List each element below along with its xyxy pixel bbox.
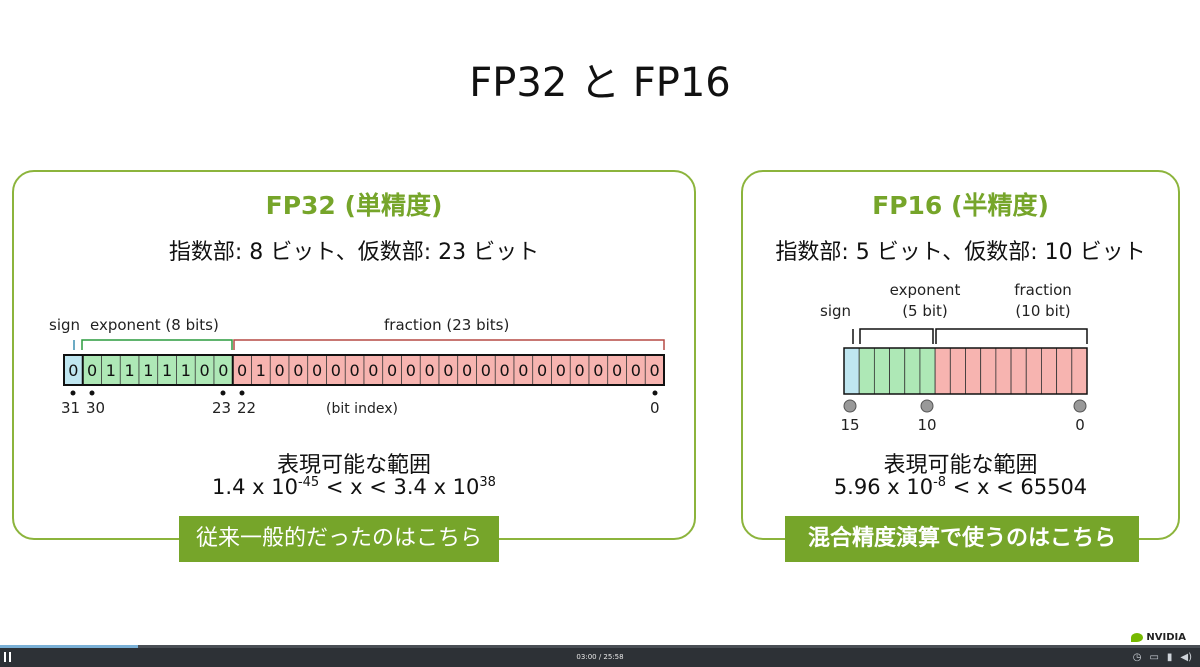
- fp32-bit-value: 0: [500, 361, 510, 380]
- fp16-card: FP16 (半精度) 指数部: 5 ビット、仮数部: 10 ビット expone…: [741, 170, 1180, 540]
- fp32-bit-value: 0: [462, 361, 472, 380]
- screen-icon[interactable]: ▭: [1149, 652, 1159, 663]
- playback-time: 03:00 / 25:58: [576, 653, 624, 661]
- fp16-bit-summary: 指数部: 5 ビット、仮数部: 10 ビット: [775, 240, 1146, 265]
- fp16-bit-cell: [1025, 347, 1042, 395]
- fp32-bit-value: 0: [293, 361, 303, 380]
- fp32-bit-value: 0: [443, 361, 453, 380]
- fp16-bit-cell: [889, 347, 906, 395]
- fp16-bit-cell: [858, 347, 875, 395]
- fp16-bit-cell: [980, 347, 997, 395]
- fp32-index-0: 0: [650, 399, 660, 417]
- fp16-bit-cell: [904, 347, 921, 395]
- fp32-bit-value: 0: [350, 361, 360, 380]
- fp16-exponent-label-2: (5 bit): [902, 302, 948, 320]
- fp32-index-22: 22: [237, 399, 256, 417]
- fp16-bit-cell: [949, 347, 966, 395]
- fp32-bit-value: 0: [537, 361, 547, 380]
- fp32-fraction-label: fraction (23 bits): [384, 316, 509, 334]
- fp32-index-31: 31: [61, 399, 80, 417]
- fp16-index-15: 15: [840, 416, 859, 434]
- fp32-bit-value: 0: [331, 361, 341, 380]
- fp32-bit-value: 1: [256, 361, 266, 380]
- fp16-index-10: 10: [917, 416, 936, 434]
- fp32-bit-value: 1: [162, 361, 172, 380]
- fp32-bit-value: 1: [143, 361, 153, 380]
- fp32-bit-value: 0: [237, 361, 247, 380]
- nvidia-logo: NVIDIA: [1131, 632, 1186, 643]
- fp32-range-label: 表現可能な範囲: [276, 453, 431, 478]
- fp16-bit-cell: [843, 347, 860, 395]
- fp16-sign-label: sign: [820, 302, 851, 320]
- fp16-bit-diagram: exponent (5 bit) fraction (10 bit) sign …: [820, 281, 1088, 434]
- signal-icon[interactable]: ▮: [1166, 652, 1173, 663]
- speed-icon[interactable]: ◷: [1132, 652, 1142, 663]
- fp32-bit-value: 0: [368, 361, 378, 380]
- fp32-cta-banner: 従来一般的だったのはこちら: [179, 516, 499, 562]
- fp32-bit-value: 0: [575, 361, 585, 380]
- fp16-bit-cell: [1010, 347, 1027, 395]
- progress-track[interactable]: [0, 645, 1200, 648]
- fp16-bit-cell: [919, 347, 936, 395]
- fp16-fraction-label-2: (10 bit): [1015, 302, 1070, 320]
- fp32-bit-index-label: (bit index): [326, 401, 398, 417]
- fp32-bit-value: 0: [612, 361, 622, 380]
- fp16-bit-cell: [1071, 347, 1088, 395]
- fp32-bit-value: 0: [200, 361, 210, 380]
- fp32-bit-value: 0: [650, 361, 660, 380]
- fp32-bit-summary: 指数部: 8 ビット、仮数部: 23 ビット: [168, 240, 540, 265]
- fp32-bit-value: 0: [481, 361, 491, 380]
- pause-icon[interactable]: [4, 652, 12, 662]
- fp32-bit-diagram: sign exponent (8 bits) fraction (23 bits…: [49, 316, 665, 417]
- video-player-bar: [0, 645, 1200, 667]
- volume-icon[interactable]: ◀): [1180, 652, 1192, 663]
- fp32-sign-label: sign: [49, 316, 80, 334]
- fp32-bit-value: 0: [275, 361, 285, 380]
- progress-fill: [0, 645, 138, 648]
- fp32-range-value: 1.4 x 10-45 < x < 3.4 x 1038: [212, 475, 496, 499]
- fp32-bit-value: 1: [125, 361, 135, 380]
- fp16-bit-cell: [995, 347, 1012, 395]
- fp32-exponent-label: exponent (8 bits): [90, 316, 219, 334]
- fp16-exponent-label-1: exponent: [890, 281, 961, 299]
- fp16-title: FP16 (半精度): [872, 191, 1049, 220]
- fp32-bit-value: 0: [556, 361, 566, 380]
- fp16-index-0: 0: [1075, 416, 1085, 434]
- fp16-range-value: 5.96 x 10-8 < x < 65504: [833, 475, 1088, 499]
- nvidia-eye-icon: [1131, 633, 1144, 642]
- fp32-bit-value: 0: [406, 361, 416, 380]
- fp16-bit-cell: [1041, 347, 1058, 395]
- fp16-bit-cell: [873, 347, 890, 395]
- fp32-index-23: 23: [212, 399, 231, 417]
- player-controls: ◷ ▭ ▮ ◀): [1133, 651, 1192, 665]
- fp16-cta-banner: 混合精度演算で使うのはこちら: [785, 516, 1139, 562]
- fp32-bit-value: 0: [518, 361, 528, 380]
- fp16-bit-cell: [934, 347, 951, 395]
- fp32-bit-value: 0: [87, 361, 97, 380]
- fp32-bit-value: 0: [218, 361, 228, 380]
- fp16-fraction-label-1: fraction: [1014, 281, 1072, 299]
- fp32-bit-value: 0: [425, 361, 435, 380]
- fp32-bit-value: 0: [387, 361, 397, 380]
- fp16-bit-cell: [1056, 347, 1073, 395]
- fp32-bit-value: 0: [593, 361, 603, 380]
- fp32-index-30: 30: [86, 399, 105, 417]
- fp16-range-label: 表現可能な範囲: [883, 453, 1038, 478]
- fp32-title: FP32 (単精度): [265, 191, 443, 220]
- fp16-bit-cell: [965, 347, 982, 395]
- fp32-bit-value: 0: [631, 361, 641, 380]
- fp32-bit-value: 1: [106, 361, 116, 380]
- fp32-card: FP32 (単精度) 指数部: 8 ビット、仮数部: 23 ビット sign e…: [12, 170, 696, 540]
- slide-title: FP32 と FP16: [469, 60, 731, 106]
- fp32-bit-value: 0: [68, 361, 78, 380]
- fp32-bit-value: 1: [181, 361, 191, 380]
- fp32-bit-value: 0: [312, 361, 322, 380]
